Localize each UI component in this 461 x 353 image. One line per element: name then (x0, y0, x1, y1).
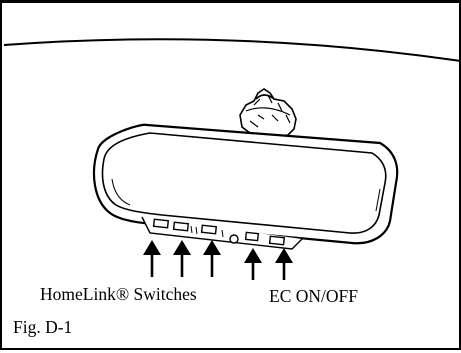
homelink-switch-2 (172, 221, 190, 232)
windshield-edge (3, 38, 461, 62)
sensor-dot (229, 234, 239, 244)
homelink-switches-label: HomeLink® Switches (40, 284, 197, 304)
figure-number: Fig. D-1 (13, 317, 73, 337)
homelink-switch-3 (200, 224, 218, 235)
mirror-glass (101, 132, 387, 234)
pointer-arrows (143, 240, 293, 280)
ec-switch (268, 235, 286, 246)
rearview-mirror-illustration (3, 38, 461, 280)
indicator-switch (244, 231, 260, 242)
ec-on-off-label: EC ON/OFF (269, 286, 358, 306)
homelink-switch-1 (152, 218, 170, 229)
mirror-mount (239, 88, 297, 138)
